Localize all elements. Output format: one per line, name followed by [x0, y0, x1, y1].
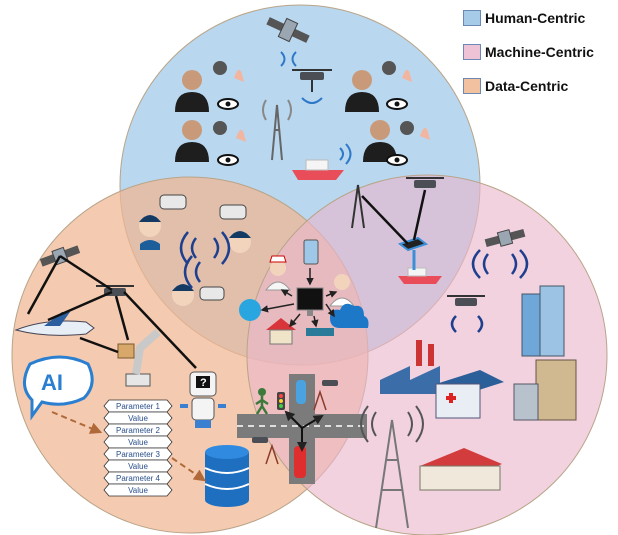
legend-swatch: [463, 10, 481, 26]
parameter-value: Value: [128, 462, 148, 471]
person-icon: [175, 61, 244, 112]
pedestrian-icon: [255, 388, 269, 415]
parameter-value: Value: [128, 414, 148, 423]
cloud-icon: [330, 303, 369, 328]
parameter-name: Parameter 4: [116, 474, 161, 483]
legend-swatch: [463, 44, 481, 60]
person-icon: [175, 120, 246, 166]
person-icon: [363, 120, 430, 166]
satellite-icon: [266, 17, 310, 43]
monitor-icon: [296, 287, 324, 316]
drone-icon: [292, 69, 332, 104]
cell-tower-icon: [265, 389, 327, 465]
vr-user-icon: [172, 284, 194, 306]
legend-label: Human-Centric: [485, 10, 586, 26]
parameter-item: Parameter 3 Value: [103, 447, 173, 473]
legend-swatch: [463, 78, 481, 94]
person-icon: [345, 61, 412, 112]
legend-label: Machine-Centric: [485, 44, 594, 60]
robot-arm-icon: [117, 329, 161, 387]
direction-arrows: [284, 410, 324, 452]
parameter-item: Parameter 2 Value: [103, 423, 173, 449]
ai-label: AI: [41, 370, 63, 395]
parameter-name: Parameter 2: [116, 426, 161, 435]
airplane-icon: [14, 312, 95, 336]
robot-display-label: ?: [200, 377, 207, 389]
parameter-name: Parameter 3: [116, 450, 161, 459]
hospital-bed-icon: [306, 328, 334, 336]
vr-user-icon: [139, 215, 161, 250]
vr-user-icon: [229, 231, 251, 253]
connector-arrows: [260, 268, 338, 328]
legend-item-data-centric: Data-Centric: [463, 74, 613, 98]
ship-icon: [292, 143, 352, 180]
satellite-relay-icon: [397, 236, 429, 252]
parameter-value: Value: [128, 486, 148, 495]
drone-icon: [406, 177, 444, 188]
hospital-building-icon: [435, 370, 504, 419]
database-icon: [204, 445, 250, 507]
drone-icon: [252, 380, 338, 443]
ai-speech-bubble: AI: [23, 355, 94, 421]
drone-icon: [447, 295, 485, 333]
cell-tower-icon: [262, 99, 292, 161]
house-icon: [266, 318, 296, 345]
nurse-icon: [264, 255, 292, 291]
legend-item-human-centric: Human-Centric: [463, 6, 613, 30]
wifi-icon: [280, 51, 297, 67]
link-lines: [26, 254, 197, 369]
network-router-icon: [239, 299, 261, 321]
warehouse-icon: [419, 448, 502, 491]
skyscraper-icon: [521, 285, 565, 357]
parameter-cell: [103, 483, 173, 497]
robot-icon: ?: [180, 371, 226, 428]
traffic-light-icon: [277, 392, 285, 410]
cell-tower-icon: [351, 184, 365, 229]
parameter-name: Parameter 1: [116, 402, 161, 411]
vr-headset-icon: [159, 194, 247, 301]
ship-icon: [398, 250, 442, 284]
wireless-signal-icon: [471, 249, 529, 279]
legend: Human-Centric Machine-Centric Data-Centr…: [463, 6, 613, 108]
satellite-icon: [484, 228, 526, 248]
office-building-icon: [513, 359, 577, 421]
doctor-icon: [328, 274, 356, 307]
smartphone-icon: [303, 239, 319, 265]
legend-label: Data-Centric: [485, 78, 569, 94]
cell-tower-icon: [360, 405, 424, 529]
link-lines: [361, 189, 427, 245]
parameter-item: Parameter 4 Value: [103, 471, 173, 497]
wireless-signal-icon: [179, 231, 231, 289]
flow-arrows: [51, 411, 206, 482]
factory-icon: [380, 340, 440, 394]
legend-item-machine-centric: Machine-Centric: [463, 40, 613, 64]
parameter-value: Value: [128, 438, 148, 447]
parameter-item: Parameter 1 Value: [103, 399, 173, 425]
